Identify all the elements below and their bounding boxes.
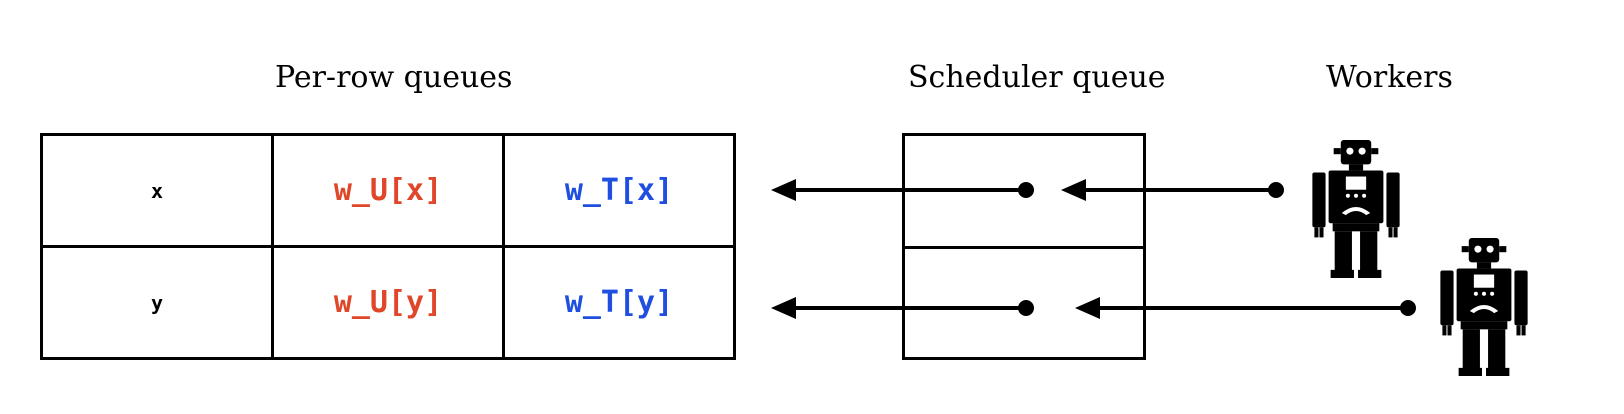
- row-key-y: y: [40, 245, 274, 360]
- robot-icon: [1440, 238, 1528, 376]
- per-row-queues-table: x w_U[x] w_T[x] y w_U[y] w_T[y]: [40, 133, 736, 360]
- scheduler-queue-box: [902, 133, 1146, 360]
- queue-row-y: y w_U[y] w_T[y]: [40, 245, 736, 360]
- update-queue-x: w_U[x]: [271, 133, 505, 248]
- enqueue-arrow-x: [1061, 179, 1284, 201]
- scheduler-queue-divider: [905, 246, 1143, 249]
- queue-row-x: x w_U[x] w_T[x]: [40, 133, 736, 248]
- dispatch-arrow-x: [771, 179, 1034, 201]
- enqueue-arrow-y: [1075, 297, 1416, 319]
- update-queue-y: w_U[y]: [271, 245, 505, 360]
- workers-title: Workers: [1326, 60, 1453, 95]
- transform-queue-x: w_T[x]: [502, 133, 736, 248]
- transform-queue-y: w_T[y]: [502, 245, 736, 360]
- row-key-x: x: [40, 133, 274, 248]
- scheduler-queue-title: Scheduler queue: [908, 60, 1166, 95]
- robot-icon: [1312, 140, 1400, 278]
- dispatch-arrow-y: [771, 297, 1034, 319]
- per-row-queues-title: Per-row queues: [275, 60, 513, 95]
